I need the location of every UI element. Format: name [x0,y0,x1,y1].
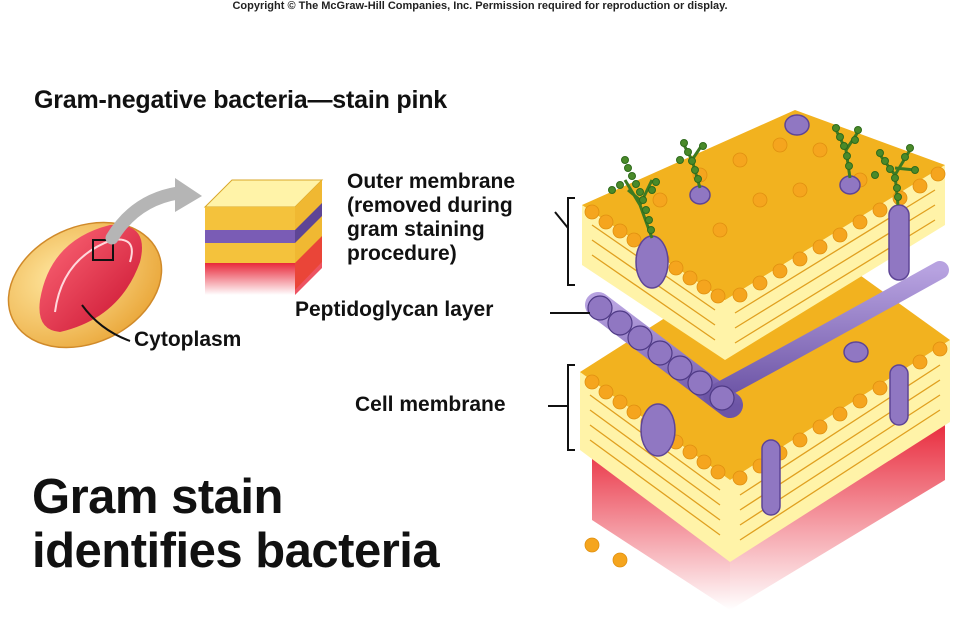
label-cell-membrane: Cell membrane [355,393,506,416]
sugar-chains [608,124,919,239]
membrane-block [580,110,950,610]
page-title: Gram stain identifies bacteria [32,470,440,578]
cell-wall-cube [203,179,324,295]
membrane-protein [839,175,861,195]
label-cytoplasm: Cytoplasm [134,328,242,351]
membrane-protein [635,235,669,289]
membrane-protein [888,204,910,281]
label-outer-membrane: Outer membrane (removed during gram stai… [347,170,516,265]
membrane-protein [889,364,909,426]
copyright-notice: Copyright © The McGraw-Hill Companies, I… [232,0,728,12]
membrane-protein [843,341,869,363]
subtitle: Gram-negative bacteria—stain pink [34,86,447,114]
bacterium-cell [7,221,163,349]
membrane-protein [761,439,781,516]
label-peptidoglycan: Peptidoglycan layer [295,298,494,321]
membrane-protein [640,403,676,457]
cell-membrane-layer [580,232,950,568]
zoom-arrow [105,178,202,245]
zoom-box [92,239,114,261]
membrane-protein [784,114,810,136]
cytoplasm-leader [81,304,131,342]
peptidoglycan-strands [585,261,949,418]
membrane-protein [689,185,711,205]
label-leaders [548,197,590,451]
